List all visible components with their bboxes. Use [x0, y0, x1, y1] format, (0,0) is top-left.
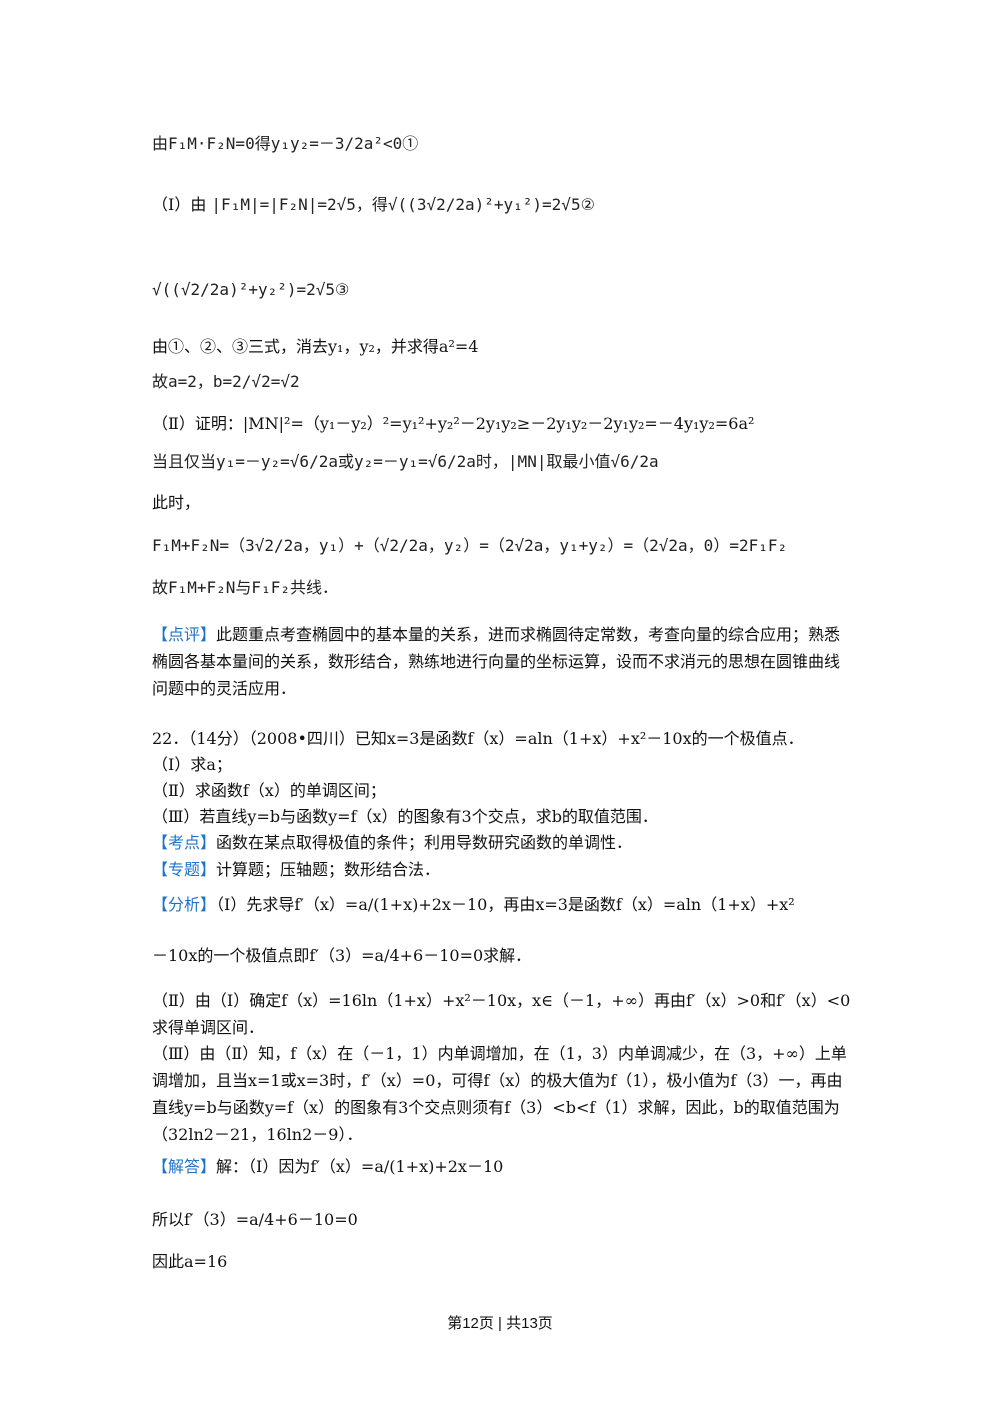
equation-line-5: 故a=2，b=2/√2=√2 — [152, 372, 300, 391]
kaodian-tag: 【考点】 — [152, 833, 217, 852]
equation-text: |F₁M|=|F₂N|=2√5，得√((3√2/2a)²+y₁²)=2√5② — [211, 195, 595, 214]
zhuanti-tag: 【专题】 — [152, 860, 217, 879]
jieda-line-1: 【解答】解：（Ⅰ）因为f′（x）=a/(1+x)+2x－10 — [152, 1157, 503, 1176]
kaodian-text: 函数在某点取得极值的条件；利用导数研究函数的单调性． — [216, 833, 633, 852]
jieda-line-2: 所以f′（3）=a/4+6－10=0 — [152, 1210, 358, 1229]
fenxi-block-3: （Ⅱ）由（Ⅰ）确定f（x）=16ln（1+x）+x²－10x，x∈（－1，+∞）… — [152, 991, 851, 1037]
problem-title: 22．（14分）（2008•四川）已知x=3是函数f（x）=aln（1+x）+x… — [152, 729, 804, 748]
fenxi-line-2: －10x的一个极值点即f′（3）=a/4+6－10=0求解． — [152, 946, 532, 965]
fenxi-tag: 【分析】 — [152, 895, 217, 914]
equation-line-2: （Ⅰ）由 |F₁M|=|F₂N|=2√5，得√((3√2/2a)²+y₁²)=2… — [152, 195, 595, 214]
zhuanti-text: 计算题；压轴题；数形结合法． — [216, 860, 441, 879]
kaodian-line: 【考点】函数在某点取得极值的条件；利用导数研究函数的单调性． — [152, 833, 632, 852]
part-label: （Ⅰ）由 — [152, 195, 207, 214]
equation-line-3: √((√2/2a)²+y₂²)=2√5③ — [152, 280, 350, 299]
comment-tag: 【点评】 — [152, 625, 217, 644]
fenxi-block-4: （Ⅲ）由（Ⅱ）知，f（x）在（－1，1）内单调增加，在（1，3）内单调减少，在（… — [152, 1044, 847, 1144]
fenxi-line-1: 【分析】（Ⅰ）先求导f′（x）=a/(1+x)+2x－10，再由x=3是函数f（… — [152, 895, 795, 914]
fenxi-text-1: （Ⅰ）先求导f′（x）=a/(1+x)+2x－10，再由x=3是函数f（x）=a… — [216, 895, 795, 914]
jieda-text-1: 解：（Ⅰ）因为f′（x）=a/(1+x)+2x－10 — [216, 1157, 504, 1176]
equation-line-1: 由F₁M·F₂N=0得y₁y₂=－3/2a²<0① — [152, 134, 419, 153]
equation-line-7: 当且仅当y₁=－y₂=√6/2a或y₂=－y₁=√6/2a时，|MN|取最小值√… — [152, 452, 659, 471]
zhuanti-line: 【专题】计算题；压轴题；数形结合法． — [152, 860, 440, 879]
text-line-8: 此时， — [152, 493, 201, 512]
text-line-6: （Ⅱ）证明：|MN|²=（y₁－y₂）²=y₁²+y₂²－2y₁y₂≥－2y₁y… — [152, 414, 755, 433]
equation-line-10: 故F₁M+F₂N与F₁F₂共线． — [152, 578, 338, 597]
page-footer: 第12页 | 共13页 — [447, 1315, 553, 1332]
comment-block: 【点评】此题重点考查椭圆中的基本量的关系，进而求椭圆待定常数，考查向量的综合应用… — [152, 621, 852, 702]
jieda-tag: 【解答】 — [152, 1157, 217, 1176]
equation-line-9: F₁M+F₂N=（3√2/2a，y₁）+（√2/2a，y₂）=（2√2a，y₁+… — [152, 536, 788, 555]
question-2: （Ⅱ）求函数f（x）的单调区间； — [152, 781, 386, 800]
jieda-line-3: 因此a=16 — [152, 1252, 228, 1271]
question-3: （Ⅲ）若直线y=b与函数y=f（x）的图象有3个交点，求b的取值范围． — [152, 807, 658, 826]
question-1: （Ⅰ）求a； — [152, 755, 232, 774]
text-line-4: 由①、②、③三式，消去y₁，y₂，并求得a²=4 — [152, 337, 479, 356]
comment-text: 此题重点考查椭圆中的基本量的关系，进而求椭圆待定常数，考查向量的综合应用；熟悉椭… — [152, 625, 841, 698]
